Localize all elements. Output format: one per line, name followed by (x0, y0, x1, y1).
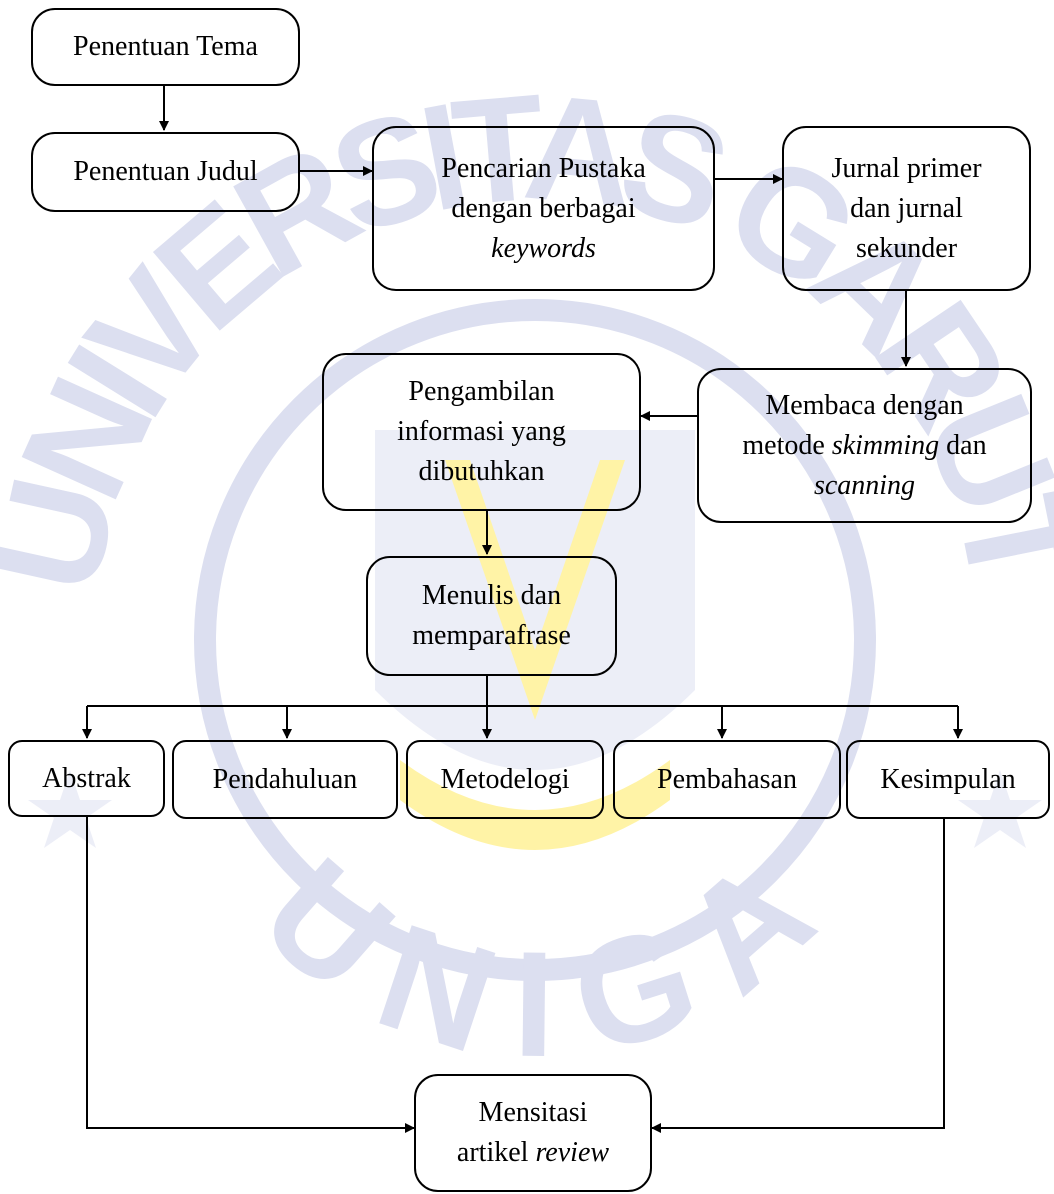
label-segment: Pencarian Pustaka (441, 152, 646, 184)
label-segment: Mensitasi (478, 1097, 588, 1128)
label-segment: Pembahasan (657, 763, 797, 795)
arrow-abstrak-to-mensitasi (86, 817, 415, 1133)
star-right (958, 770, 1042, 848)
label-line: dengan berbagai (441, 189, 646, 229)
label-pendahuluan: Pendahuluan (213, 760, 358, 800)
label-line: keywords (441, 229, 646, 269)
label-line: informasi yang (397, 412, 566, 452)
label-line: scanning (742, 466, 986, 506)
label-kesimpulan: Kesimpulan (880, 760, 1015, 800)
label-line: metode skimming dan (742, 426, 986, 466)
label-segment: Jurnal primer (831, 152, 982, 184)
label-pencarian-pustaka: Pencarian Pustaka dengan berbagai keywords (441, 149, 646, 269)
label-line: Penentuan Tema (73, 27, 258, 67)
seal-emblem (445, 460, 625, 720)
label-segment: Menulis dan (421, 580, 562, 611)
node-pendahuluan: Pendahuluan (172, 740, 398, 819)
label-pembahasan: Pembahasan (657, 760, 797, 800)
node-penentuan-judul: Penentuan Judul (31, 132, 300, 212)
label-line: Mensitasi (457, 1093, 609, 1133)
label-segment: Penentuan Tema (73, 31, 258, 62)
label-segment: dengan berbagai (451, 192, 636, 224)
label-segment: dan jurnal (850, 192, 963, 224)
node-penentuan-tema: Penentuan Tema (31, 8, 300, 86)
label-line: Abstrak (42, 759, 131, 799)
arrow-kesimpulan-to-mensitasi (651, 819, 945, 1133)
label-line: memparafrase (412, 616, 571, 656)
seal-base (400, 760, 670, 850)
label-segment: Penentuan Judul (73, 156, 258, 187)
label-segment: Kesimpulan (880, 763, 1016, 795)
label-line: Kesimpulan (880, 760, 1015, 800)
label-line: Jurnal primer (831, 149, 981, 189)
star-left (28, 770, 112, 848)
label-line: Membaca dengan (742, 386, 986, 426)
label-line: dibutuhkan (397, 452, 566, 492)
label-italic-segment: review (535, 1137, 610, 1168)
node-menulis: Menulis dan memparafrase (366, 556, 617, 676)
label-line: Menulis dan (412, 576, 571, 616)
node-kesimpulan: Kesimpulan (846, 740, 1050, 819)
node-metodelogi: Metodelogi (406, 740, 604, 819)
label-segment: Metodelogi (440, 763, 570, 795)
label-line: artikel review (457, 1133, 609, 1173)
label-jurnal: Jurnal primer dan jurnal sekunder (831, 149, 981, 269)
label-abstrak: Abstrak (42, 759, 131, 799)
label-segment: Membaca dengan (765, 389, 964, 421)
label-italic-segment: skimming (831, 429, 940, 461)
university-seal-icon (28, 299, 1042, 981)
label-penentuan-judul: Penentuan Judul (73, 152, 257, 192)
label-line: Pendahuluan (213, 760, 358, 800)
node-abstrak: Abstrak (8, 740, 165, 817)
label-line: Pengambilan (397, 372, 566, 412)
label-italic-segment: keywords (491, 232, 596, 264)
label-segment: Pendahuluan (212, 763, 358, 795)
label-pengambilan: Pengambilan informasi yang dibutuhkan (397, 372, 566, 492)
label-menulis: Menulis dan memparafrase (412, 576, 571, 656)
label-segment: sekunder (855, 232, 958, 264)
label-segment: metode (742, 429, 832, 461)
label-segment: Pengambilan (408, 376, 555, 407)
node-pembahasan: Pembahasan (613, 740, 841, 819)
node-pengambilan: Pengambilan informasi yang dibutuhkan (322, 353, 641, 511)
label-line: sekunder (831, 229, 981, 269)
label-line: Pembahasan (657, 760, 797, 800)
label-segment: artikel (456, 1137, 536, 1168)
node-mensitasi: Mensitasi artikel review (414, 1074, 652, 1192)
label-segment: memparafrase (412, 620, 571, 651)
node-jurnal: Jurnal primer dan jurnal sekunder (782, 126, 1031, 291)
label-penentuan-tema: Penentuan Tema (73, 27, 258, 67)
label-line: Metodelogi (440, 760, 569, 800)
label-line: Pencarian Pustaka (441, 149, 646, 189)
node-pencarian-pustaka: Pencarian Pustaka dengan berbagai keywords (372, 126, 715, 291)
label-mensitasi: Mensitasi artikel review (457, 1093, 609, 1173)
label-segment: informasi yang (397, 416, 566, 447)
label-metodelogi: Metodelogi (440, 760, 569, 800)
label-segment: dibutuhkan (418, 456, 545, 487)
label-line: dan jurnal (831, 189, 981, 229)
label-segment: Abstrak (42, 762, 131, 794)
label-italic-segment: scanning (813, 469, 916, 501)
label-segment: dan (939, 429, 987, 461)
label-line: Penentuan Judul (73, 152, 257, 192)
shield-shape (375, 430, 695, 770)
